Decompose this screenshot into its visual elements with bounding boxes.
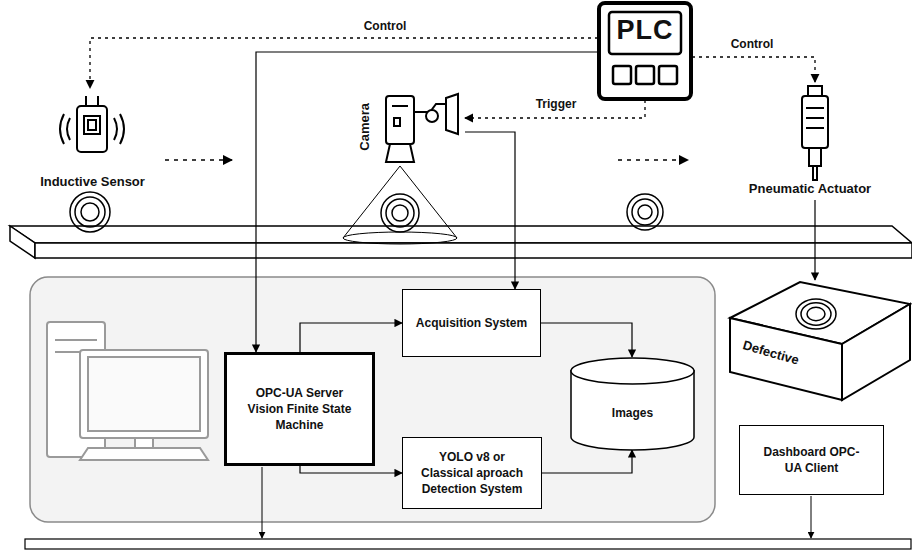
connector xyxy=(692,57,815,82)
node-label: OPC-UA Server Vision Finite State Machin… xyxy=(239,385,360,434)
plc-node: PLC xyxy=(598,2,692,100)
actuator-node: Pneumatic Actuator xyxy=(740,82,880,200)
node-label: Acquisition System xyxy=(416,315,527,331)
edge-label: Control xyxy=(361,19,410,33)
node-label: YOLO v8 or Classical aproach Detection S… xyxy=(415,449,529,498)
system-panel xyxy=(30,277,715,522)
camera-view-cone xyxy=(343,166,457,244)
reject-bin: Defective xyxy=(728,280,912,402)
connector xyxy=(300,466,402,473)
camera-node: Camera xyxy=(355,88,465,168)
sensor-node: Inductive Sensor xyxy=(30,88,155,193)
connector xyxy=(542,450,632,473)
conveyor-belt xyxy=(10,226,912,258)
connector xyxy=(541,323,632,357)
connector xyxy=(90,38,598,88)
flow-arrow xyxy=(165,159,688,161)
edge-label: Trigger xyxy=(533,97,580,111)
connector xyxy=(814,200,815,280)
process-box: YOLO v8 or Classical aproach Detection S… xyxy=(402,437,542,509)
network-bus xyxy=(25,539,911,549)
node-label: Dashboard OPC-UA Client xyxy=(762,444,861,476)
connector xyxy=(465,132,515,289)
computer-icon xyxy=(47,322,208,460)
part-ring xyxy=(70,192,663,232)
process-box: OPC-UA Server Vision Finite State Machin… xyxy=(224,352,375,466)
cylinder-outline xyxy=(570,357,695,450)
actuator-icon xyxy=(802,86,828,180)
connector xyxy=(300,323,402,352)
process-box: Acquisition System xyxy=(402,289,541,357)
database-cylinder: Images xyxy=(570,357,695,450)
node-label: Camera xyxy=(356,103,374,151)
node-label: PLC xyxy=(617,12,674,48)
edge-label: Control xyxy=(728,37,777,51)
plc-icon xyxy=(599,3,691,99)
client-box: Dashboard OPC-UA Client xyxy=(739,425,884,495)
node-label: Pneumatic Actuator xyxy=(749,180,871,198)
camera-icon xyxy=(386,94,458,162)
node-label: Images xyxy=(612,405,653,421)
node-label: Inductive Sensor xyxy=(40,173,145,191)
sensor-icon xyxy=(60,96,124,152)
